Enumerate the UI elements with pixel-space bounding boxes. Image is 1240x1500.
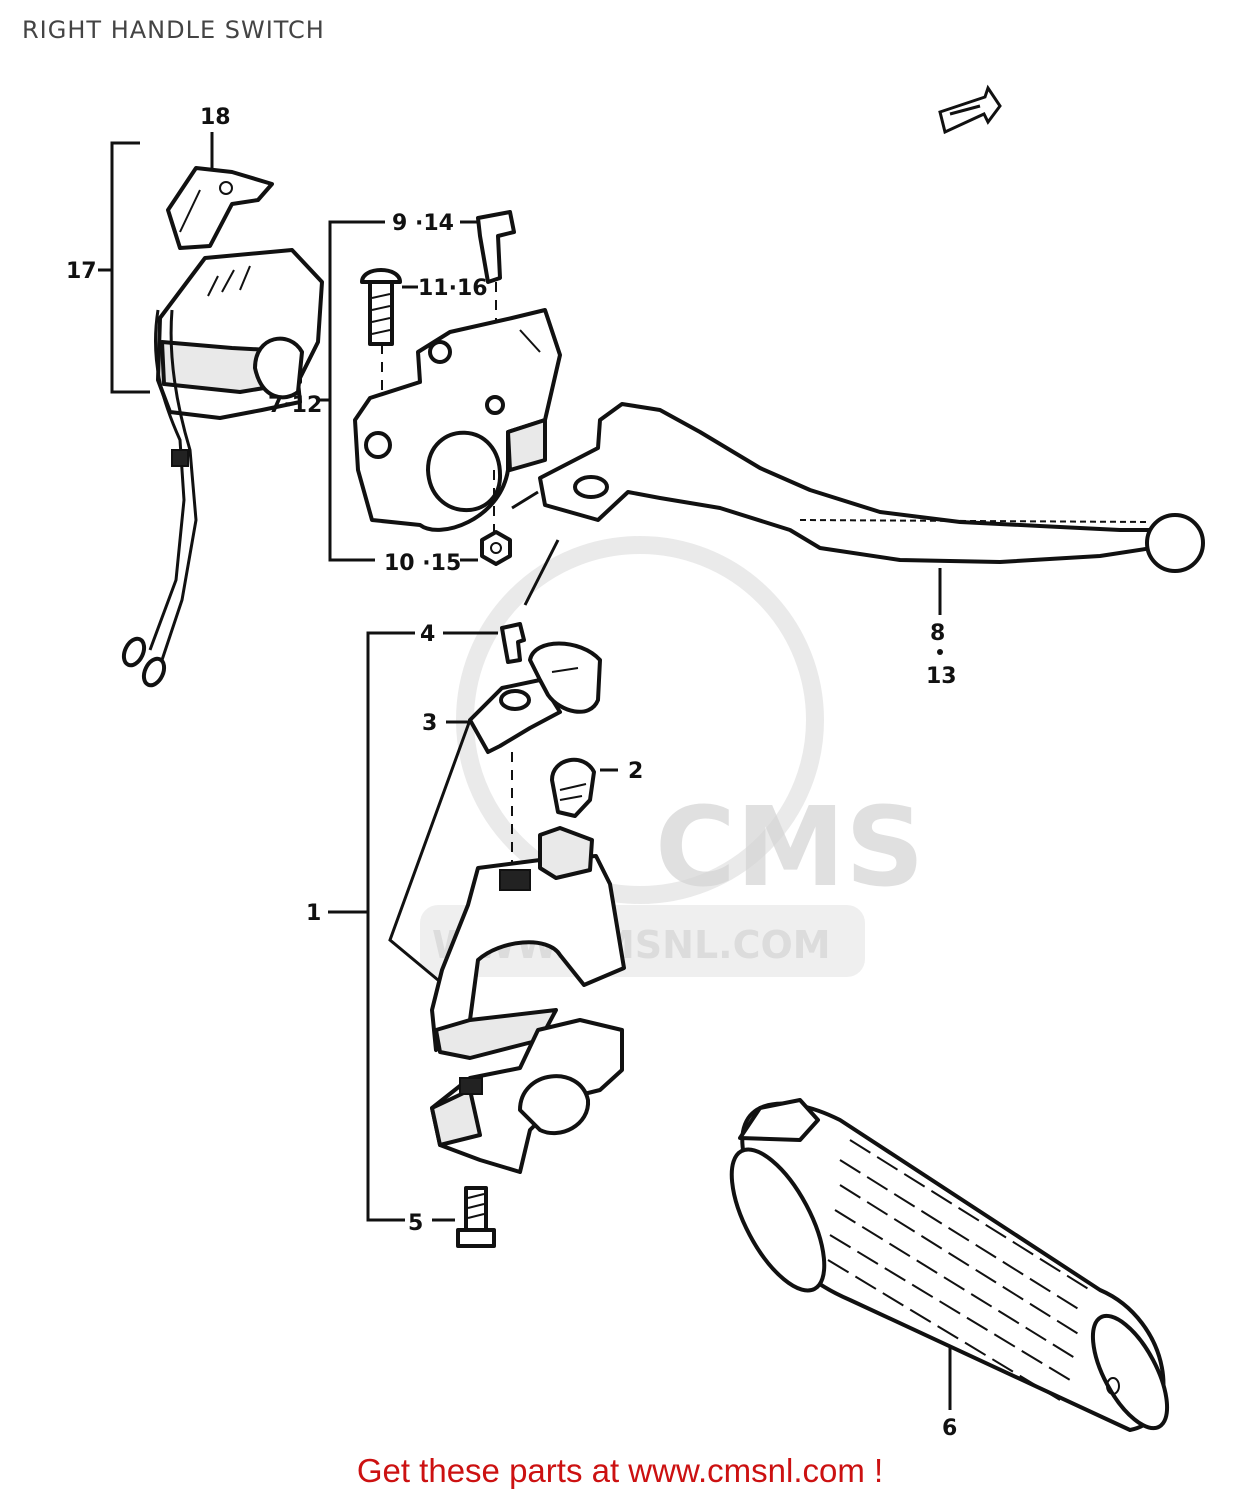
cable-line xyxy=(523,539,560,606)
label-part-17: 17 xyxy=(66,259,97,284)
label-part-10-15: 10 ·15 xyxy=(384,551,461,576)
lever-holder xyxy=(353,308,562,532)
parts-diagram: CMS WWW.CMSNL.COM xyxy=(66,84,1205,1440)
label-part-13: 13 xyxy=(926,664,957,689)
label-part-5: 5 xyxy=(408,1211,423,1236)
part-1-lower-half xyxy=(430,1018,624,1174)
label-part-4: 4 xyxy=(420,622,435,647)
part-5-screw xyxy=(456,1186,496,1248)
part-17-switch-housing xyxy=(121,248,324,688)
part-10-nut xyxy=(480,470,512,566)
bracket-1 xyxy=(328,631,618,1222)
watermark: CMS WWW.CMSNL.COM xyxy=(420,536,924,977)
direction-arrow-icon xyxy=(938,84,1002,135)
part-3-plate xyxy=(468,641,602,754)
part-8-lever xyxy=(538,402,1205,615)
label-part-11-16: 11·16 xyxy=(418,276,488,301)
label-part-8: 8 xyxy=(930,621,945,646)
label-part-7-12: 7·12 xyxy=(268,393,322,418)
bracket-9-10 xyxy=(318,220,478,562)
page-title: RIGHT HANDLE SWITCH xyxy=(22,16,325,44)
part-18-cap xyxy=(166,132,274,250)
bracket-17 xyxy=(98,141,150,394)
label-part-9-14: 9 ·14 xyxy=(392,211,454,236)
part-11-screw xyxy=(360,268,402,430)
part-4-screw xyxy=(500,622,526,664)
part-2-piece xyxy=(550,757,596,818)
label-part-1: 1 xyxy=(306,901,321,926)
part-1-switch-body xyxy=(388,719,626,1060)
watermark-brand: CMS xyxy=(655,783,924,911)
footer-parts-link[interactable]: Get these parts at www.cmsnl.com ! xyxy=(356,1452,884,1489)
part-6-grip xyxy=(729,1098,1170,1432)
label-part-3: 3 xyxy=(422,711,437,736)
label-part-6: 6 xyxy=(942,1416,957,1440)
label-part-18: 18 xyxy=(200,105,231,130)
cable-line-top xyxy=(511,490,539,510)
label-part-2: 2 xyxy=(628,759,643,784)
